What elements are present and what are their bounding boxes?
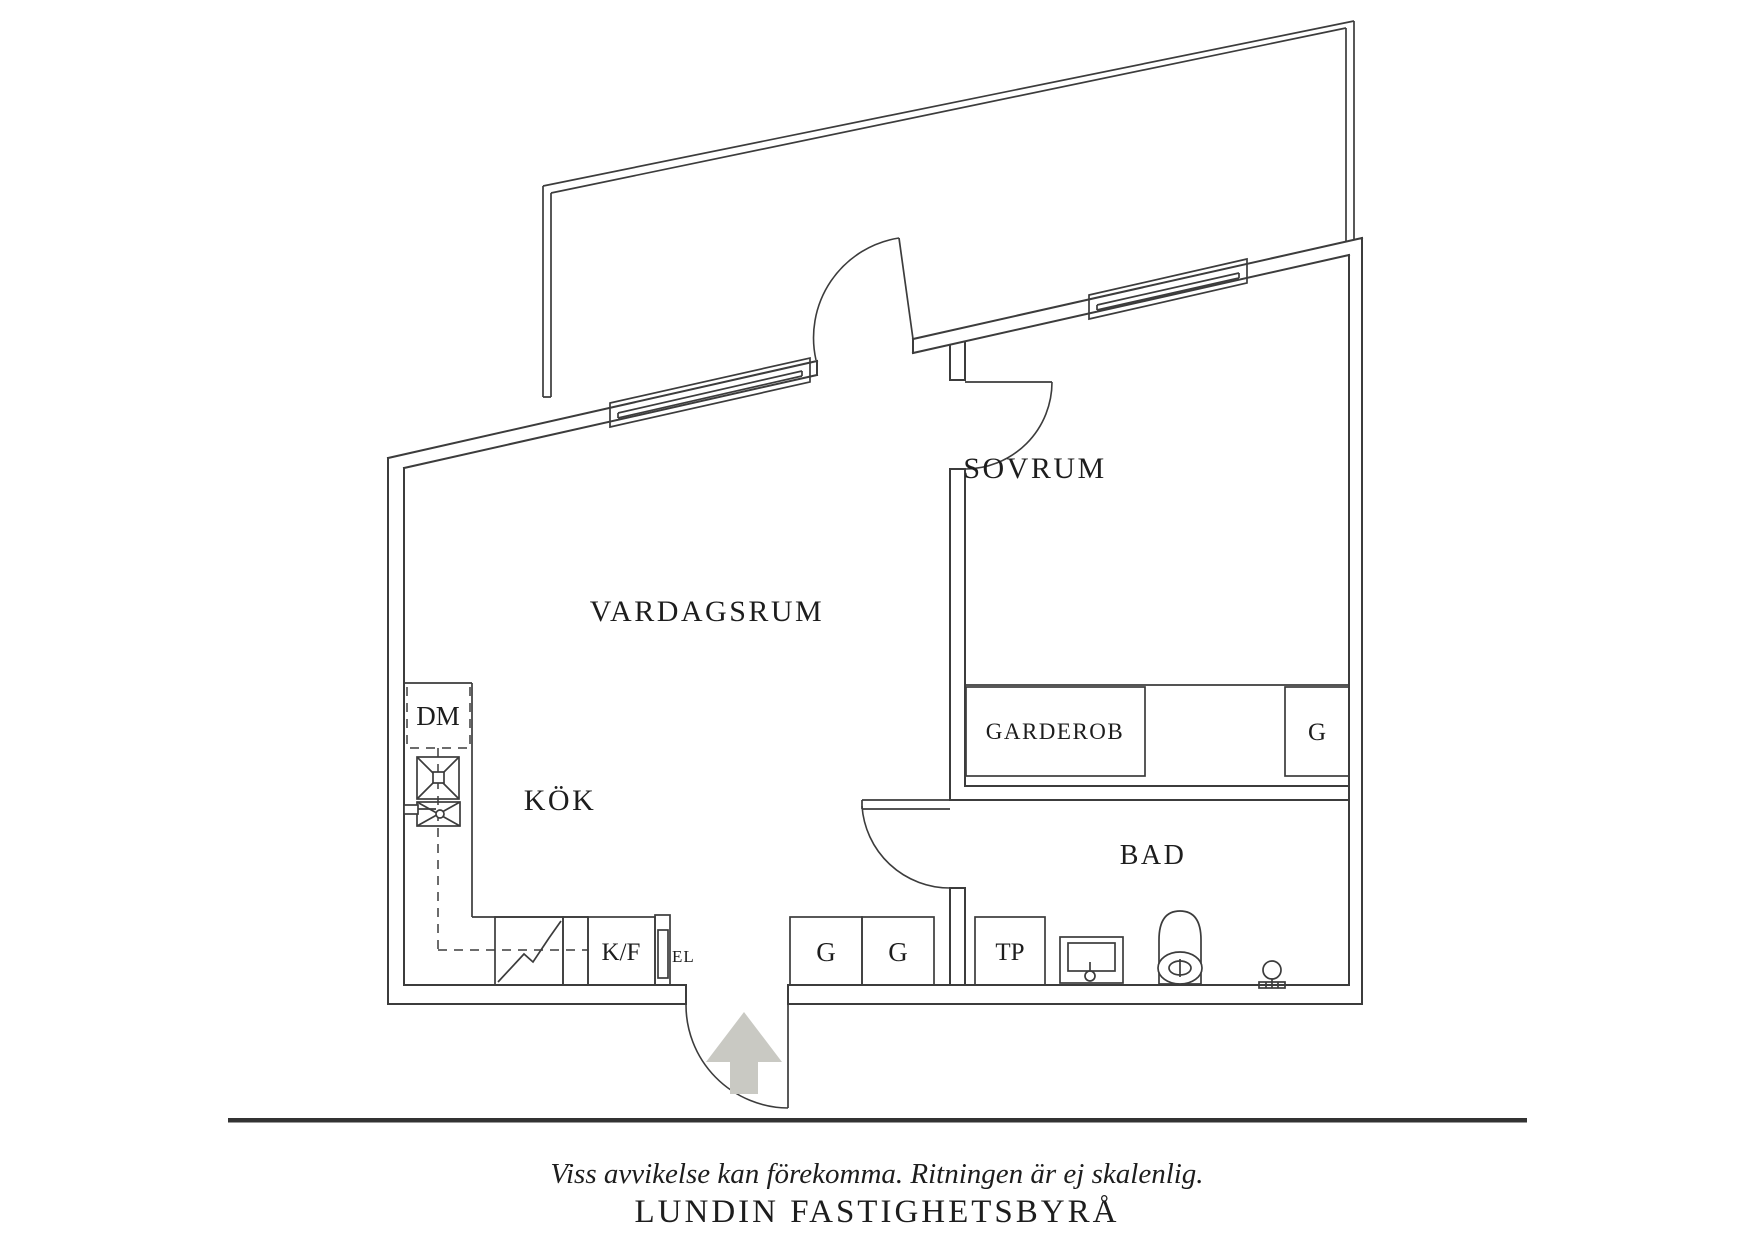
- label-electrical: EL: [672, 947, 695, 966]
- room-label-bathroom: BAD: [1120, 840, 1187, 871]
- laundry-tower-box: [974, 916, 1046, 986]
- shower-fitting: [1258, 960, 1286, 989]
- label-wardrobe: GARDEROB: [986, 719, 1125, 744]
- interior-walls: [949, 341, 1350, 986]
- exterior-walls: [386, 236, 1364, 1005]
- room-label-kitchen: KÖK: [524, 784, 597, 817]
- footer-disclaimer: Viss avvikelse kan förekomma. Ritningen …: [550, 1158, 1203, 1190]
- wardrobe-box: [965, 686, 1146, 777]
- room-label-bedroom: SOVRUM: [963, 452, 1106, 485]
- label-dishwasher: DM: [416, 701, 460, 731]
- balcony-railing: [542, 20, 1355, 398]
- bedroom-window: [1088, 257, 1248, 321]
- living-room-window: [609, 356, 811, 429]
- faucet-icon: [403, 804, 419, 815]
- washbasin: [1059, 936, 1124, 984]
- label-laundry-tower: TP: [995, 939, 1024, 966]
- bedroom-door: [964, 381, 1053, 470]
- kitchen-cabinet: [562, 916, 589, 986]
- stove: [494, 916, 564, 986]
- label-closet-hall-1: G: [816, 937, 836, 967]
- label-closet-hall-2: G: [888, 937, 908, 967]
- hall-closets: [789, 916, 935, 986]
- bathroom-fixtures: [974, 910, 1286, 989]
- footer: Viss avvikelse kan förekomma. Ritningen …: [228, 1118, 1527, 1230]
- kitchen-fixtures: [403, 682, 671, 986]
- closet-g2-box: [861, 916, 935, 986]
- label-fridge-freezer: K/F: [602, 939, 641, 966]
- room-label-living: VARDAGSRUM: [590, 595, 825, 628]
- kitchen-sink: [403, 756, 461, 827]
- entrance-door: [685, 1003, 789, 1109]
- bathroom-door: [861, 799, 951, 889]
- closet-g-bedroom-box: [1284, 686, 1350, 777]
- footer-divider: [228, 1118, 1527, 1123]
- footer-brand: LUNDIN FASTIGHETSBYRÅ: [635, 1193, 1120, 1230]
- balcony-door: [812, 237, 914, 361]
- bedroom-closets: [965, 684, 1350, 777]
- entry-direction-arrow-icon: [706, 1012, 782, 1094]
- label-closet-bedroom: G: [1308, 719, 1326, 746]
- toilet: [1157, 910, 1203, 985]
- electrical-panel: [654, 914, 671, 986]
